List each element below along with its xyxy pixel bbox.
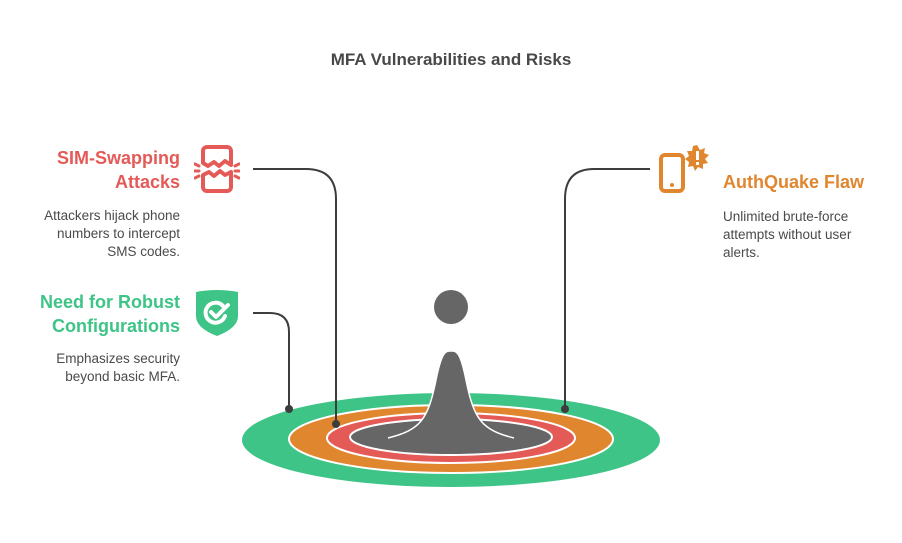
- desc-line: Attackers hijack phone: [44, 208, 180, 223]
- sim-swapping-title-line2: Attacks: [114, 172, 180, 192]
- connector-authquake-flaw: [564, 168, 650, 408]
- authquake-flaw-description: Unlimited brute-force attempts without u…: [723, 208, 893, 262]
- robust-title-line2: Configurations: [52, 316, 180, 336]
- desc-line: beyond basic MFA.: [65, 369, 180, 384]
- sim-swapping-description: Attackers hijack phone numbers to interc…: [10, 207, 180, 261]
- desc-line: Unlimited brute-force: [723, 209, 849, 224]
- robust-configurations-title: Need for Robust Configurations: [10, 290, 180, 338]
- drop-peak: [388, 350, 514, 438]
- connector-sim-swapping: [253, 168, 337, 423]
- broken-phone-icon: [194, 145, 240, 193]
- robust-configurations-description: Emphasizes security beyond basic MFA.: [10, 350, 180, 386]
- desc-line: SMS codes.: [107, 244, 180, 259]
- phone-alert-icon: [659, 145, 709, 193]
- desc-line: Emphasizes security: [56, 351, 180, 366]
- robust-title-line1: Need for Robust: [39, 292, 180, 312]
- authquake-flaw-title: AuthQuake Flaw: [723, 172, 865, 192]
- shield-check-icon: [196, 290, 238, 336]
- sim-swapping-title: SIM-Swapping Attacks: [20, 146, 180, 194]
- sim-swapping-title-line1: SIM-Swapping: [57, 148, 180, 168]
- desc-line: alerts.: [723, 245, 760, 260]
- drop-circle: [434, 290, 468, 324]
- connector-robust-configurations: [253, 312, 290, 408]
- desc-line: attempts without user: [723, 227, 852, 242]
- desc-line: numbers to intercept: [56, 226, 180, 241]
- diagram-title: MFA Vulnerabilities and Risks: [330, 50, 572, 69]
